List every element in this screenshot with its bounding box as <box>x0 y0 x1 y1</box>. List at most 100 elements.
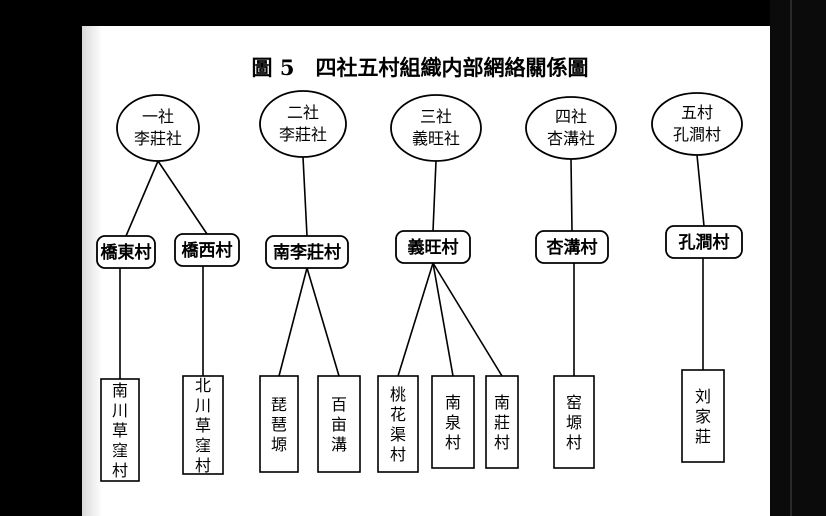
node-layer: 一社李莊社二社李莊社三社義旺社四社杏溝社五村孔澗村橋東村橋西村南李莊村義旺村杏溝… <box>96 90 743 482</box>
village-box <box>395 230 471 264</box>
hamlet-box <box>553 375 595 469</box>
hamlet-label-char: 桃 <box>390 385 406 404</box>
hamlet-label-char: 村 <box>445 433 461 452</box>
hamlet-label-char: 百 <box>331 395 347 414</box>
hamlet-label-char: 草 <box>195 416 211 435</box>
hamlet-label-char: 家 <box>695 407 711 426</box>
edge-village-hamlet <box>397 262 434 377</box>
village-label: 義旺村 <box>408 237 459 258</box>
edge-she-village <box>696 154 705 227</box>
hamlet-label: 南莊村 <box>494 393 510 452</box>
edge-she-village <box>125 160 159 237</box>
hamlet-label-char: 莊 <box>695 427 711 446</box>
viewer-divider <box>790 0 792 516</box>
hamlet-box <box>431 375 475 469</box>
hamlet-node: 窑塬村 <box>553 375 595 469</box>
hamlet-label-char: 北 <box>195 376 211 395</box>
hamlet-label-char: 亩 <box>331 415 347 434</box>
edge-she-village <box>302 156 308 237</box>
she-number-label: 三社 <box>420 107 452 126</box>
hamlet-box <box>681 369 725 463</box>
hamlet-label: 南泉村 <box>445 393 461 452</box>
village-node: 孔澗村 <box>665 225 743 259</box>
hamlet-node: 百亩溝 <box>317 375 361 473</box>
hamlet-label: 百亩溝 <box>331 395 347 454</box>
diagram-title: 圖 5 四社五村組織内部網絡關係圖 <box>252 55 589 80</box>
hamlet-label-char: 塬 <box>566 413 582 432</box>
edge-she-village <box>157 160 208 235</box>
she-oval <box>651 92 743 156</box>
hamlet-label-char: 南 <box>112 381 128 400</box>
village-box <box>96 235 156 269</box>
hamlet-label-char: 溝 <box>331 435 347 454</box>
hamlet-label-char: 窪 <box>195 436 211 455</box>
village-box <box>265 235 349 269</box>
hamlet-label-char: 村 <box>195 456 211 475</box>
hamlet-label-char: 川 <box>112 401 128 420</box>
village-label: 橋東村 <box>101 242 152 263</box>
hamlet-node: 南泉村 <box>431 375 475 469</box>
hamlet-node: 北川草窪村 <box>182 375 224 475</box>
she-oval <box>259 90 347 158</box>
edge-village-hamlet <box>306 267 340 377</box>
hamlet-box <box>317 375 361 473</box>
hamlet-label-char: 琵 <box>271 395 287 414</box>
village-label: 杏溝村 <box>547 237 598 258</box>
hamlet-label-char: 南 <box>494 393 510 412</box>
hamlet-node: 南莊村 <box>485 375 519 469</box>
village-node: 橋東村 <box>96 235 156 269</box>
edge-she-village <box>432 160 437 232</box>
hamlet-box <box>485 375 519 469</box>
village-node: 南李莊村 <box>265 235 349 269</box>
hamlet-label: 南川草窪村 <box>112 381 128 480</box>
hamlet-node: 琵琶塬 <box>259 375 299 473</box>
hamlet-box <box>182 375 224 475</box>
edge-she-village <box>570 158 573 232</box>
she-oval <box>390 94 482 162</box>
edge-village-hamlet <box>278 267 308 377</box>
hamlet-label: 桃花渠村 <box>390 385 406 464</box>
hamlet-label: 琵琶塬 <box>271 395 287 454</box>
hamlet-label-char: 村 <box>390 445 406 464</box>
hamlet-label-char: 塬 <box>271 435 287 454</box>
hamlet-label: 窑塬村 <box>566 393 582 452</box>
village-box <box>174 233 240 267</box>
hamlet-label-char: 窑 <box>566 393 582 412</box>
hamlet-label-char: 草 <box>112 421 128 440</box>
village-label: 橋西村 <box>182 240 233 261</box>
she-name-label: 義旺社 <box>412 129 460 148</box>
village-label: 南李莊村 <box>273 242 341 263</box>
she-number-label: 五村 <box>681 103 713 122</box>
hamlet-node: 南川草窪村 <box>100 378 140 482</box>
hamlet-node: 桃花渠村 <box>377 375 419 473</box>
hamlet-label-char: 村 <box>112 461 128 480</box>
village-label: 孔澗村 <box>679 232 730 253</box>
hamlet-label-char: 村 <box>494 433 510 452</box>
she-name-label: 李莊社 <box>279 125 327 144</box>
she-number-label: 四社 <box>555 107 587 126</box>
hamlet-node: 刘家莊 <box>681 369 725 463</box>
hamlet-label: 北川草窪村 <box>195 376 211 475</box>
hamlet-label-char: 南 <box>445 393 461 412</box>
hamlet-label-char: 花 <box>390 405 406 424</box>
edge-layer <box>119 154 705 379</box>
hamlet-label-char: 村 <box>566 433 582 452</box>
hamlet-label-char: 渠 <box>390 425 406 444</box>
village-node: 義旺村 <box>395 230 471 264</box>
edge-village-hamlet <box>432 262 454 377</box>
she-oval <box>116 94 200 162</box>
hamlet-label-char: 窪 <box>112 441 128 460</box>
hamlet-label-char: 琶 <box>271 415 287 434</box>
village-node: 杏溝村 <box>535 230 609 264</box>
she-number-label: 二社 <box>287 103 319 122</box>
hamlet-label-char: 川 <box>195 396 211 415</box>
hamlet-box <box>259 375 299 473</box>
village-box <box>665 225 743 259</box>
